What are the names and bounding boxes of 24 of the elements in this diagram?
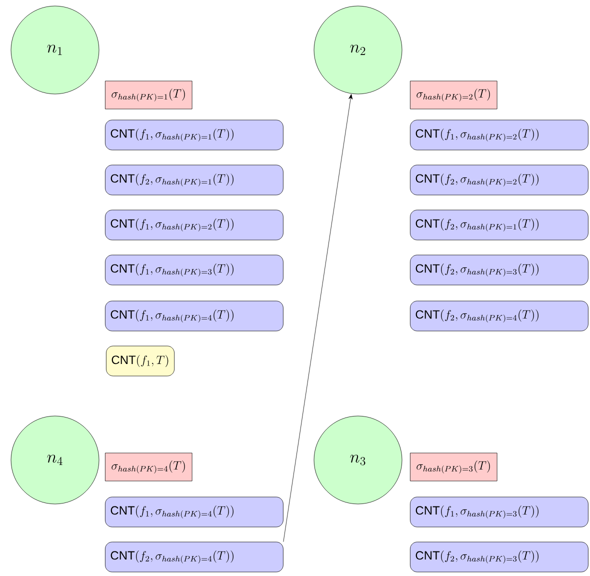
count-box: $\mathrm{CNT}(f_1,\sigma_{hash(PK)=2}(T))$ <box>105 210 284 240</box>
count-box: $\mathrm{CNT}(f_2,\sigma_{hash(PK)=2}(T))$ <box>410 164 588 196</box>
count-box: $\mathrm{CNT}(f_2,\sigma_{hash(PK)=1}(T))$ <box>410 210 588 240</box>
circle-node: $n_1$ <box>10 6 100 94</box>
count-box: $\mathrm{CNT}(f_2,\sigma_{hash(PK)=4}(T))$ <box>105 542 284 572</box>
circle-node: $n_4$ <box>10 416 100 504</box>
count-box: $\mathrm{CNT}(f_1,\sigma_{hash(PK)=3}(T))$ <box>105 254 284 286</box>
selection-box: $\sigma_{hash(PK)=1}(T)$ <box>105 80 192 110</box>
count-box: $\mathrm{CNT}(f_1,\sigma_{hash(PK)=1}(T))$ <box>105 120 284 150</box>
count-box: $\mathrm{CNT}(f_2,\sigma_{hash(PK)=3}(T))$ <box>410 542 588 572</box>
selection-box: $\sigma_{hash(PK)=2}(T)$ <box>410 80 498 110</box>
selection-box: $\sigma_{hash(PK)=4}(T)$ <box>105 452 192 482</box>
circle-node: $n_3$ <box>314 416 402 504</box>
total-box: $\mathrm{CNT}(f_1,T)$ <box>106 346 175 376</box>
circle-node: $n_2$ <box>314 6 402 94</box>
count-box: $\mathrm{CNT}(f_2,\sigma_{hash(PK)=3}(T))$ <box>410 254 588 286</box>
count-box: $\mathrm{CNT}(f_2,\sigma_{hash(PK)=1}(T))$ <box>105 164 284 196</box>
arrow <box>283 94 353 542</box>
count-box: $\mathrm{CNT}(f_1,\sigma_{hash(PK)=2}(T))$ <box>410 120 588 150</box>
count-box: $\mathrm{CNT}(f_1,\sigma_{hash(PK)=4}(T))$ <box>105 496 284 528</box>
count-box: $\mathrm{CNT}(f_1,\sigma_{hash(PK)=4}(T))$ <box>105 300 284 332</box>
selection-box: $\sigma_{hash(PK)=3}(T)$ <box>410 452 498 482</box>
count-box: $\mathrm{CNT}(f_1,\sigma_{hash(PK)=3}(T))$ <box>410 496 588 528</box>
count-box: $\mathrm{CNT}(f_2,\sigma_{hash(PK)=4}(T))$ <box>410 300 588 332</box>
